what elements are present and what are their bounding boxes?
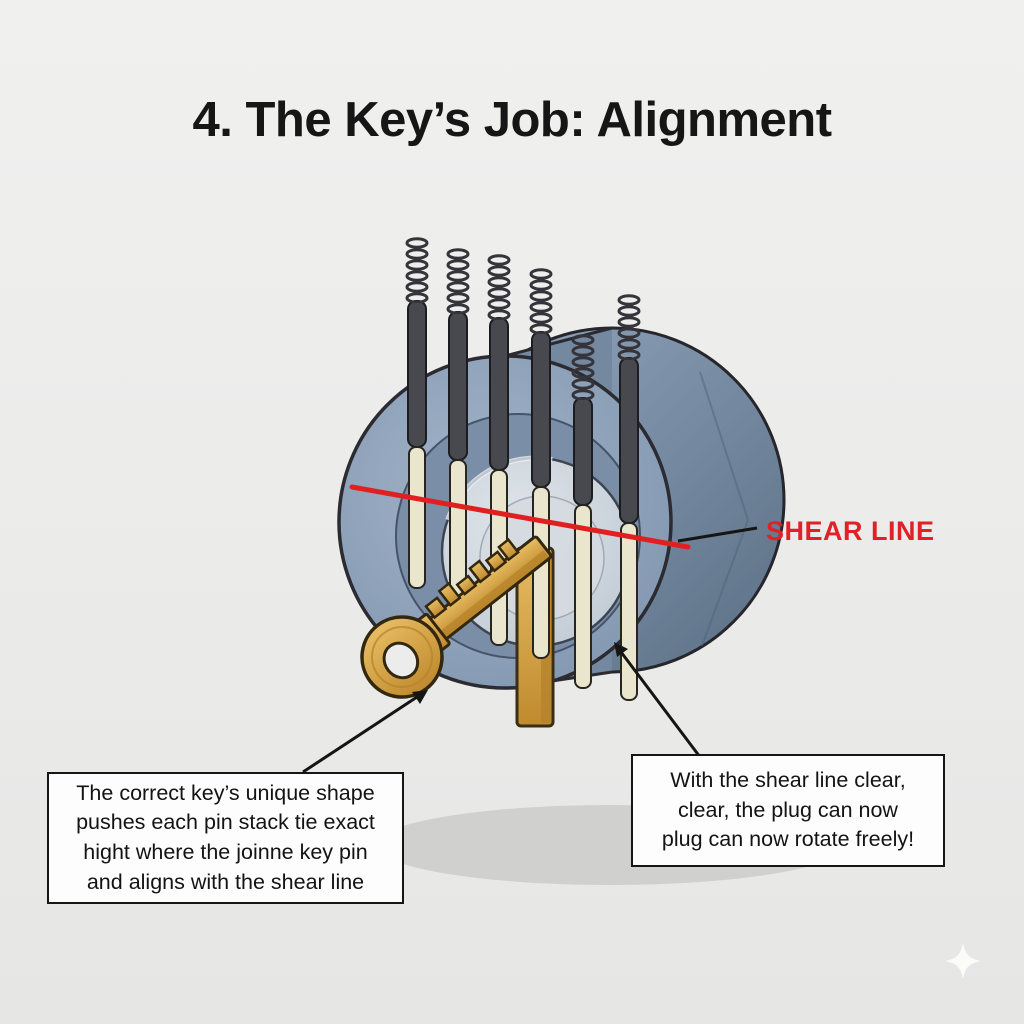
pin-stack-1 xyxy=(405,237,429,589)
callout-plug-rotation-text: With the shear line clear, clear, the pl… xyxy=(661,768,915,852)
page-title: 4. The Key’s Job: Alignment xyxy=(192,93,832,147)
key-bow-hole xyxy=(382,641,420,680)
callout-key-explanation-text: The correct key’s unique shape pushes ea… xyxy=(76,780,375,894)
driver-pin xyxy=(407,300,427,448)
spring-icon xyxy=(446,248,470,314)
key-pin xyxy=(408,446,426,589)
key-bow xyxy=(360,613,451,699)
lock-facet-line xyxy=(699,371,750,647)
callout-key-explanation: The correct key’s unique shape pushes ea… xyxy=(47,772,404,904)
driver-pin xyxy=(489,317,509,471)
driver-pin xyxy=(531,331,551,488)
key-pin xyxy=(574,504,592,689)
key-teeth xyxy=(424,537,520,620)
pin-stack-5 xyxy=(571,334,595,689)
sparkle-icon xyxy=(945,943,981,979)
key-pin xyxy=(532,486,550,659)
pin-stack-2 xyxy=(446,248,470,613)
pin-stack-4 xyxy=(529,268,553,659)
shear-line-pointer xyxy=(677,526,758,543)
driver-pin xyxy=(573,397,593,506)
shear-line-label: SHEAR LINE xyxy=(766,516,935,546)
shear-line xyxy=(349,484,691,550)
key-pin xyxy=(620,522,638,701)
spring-icon xyxy=(487,254,511,320)
left-callout-arrow xyxy=(302,690,428,774)
lock-band-top-edge xyxy=(504,326,613,358)
key-illustration xyxy=(360,535,553,699)
callout-plug-rotation: With the shear line clear, clear, the pl… xyxy=(631,754,945,867)
spring-icon xyxy=(405,237,429,303)
driver-pin xyxy=(619,357,639,524)
driver-pin xyxy=(448,311,468,461)
spring-icon xyxy=(529,268,553,334)
right-callout-arrow xyxy=(614,642,702,758)
